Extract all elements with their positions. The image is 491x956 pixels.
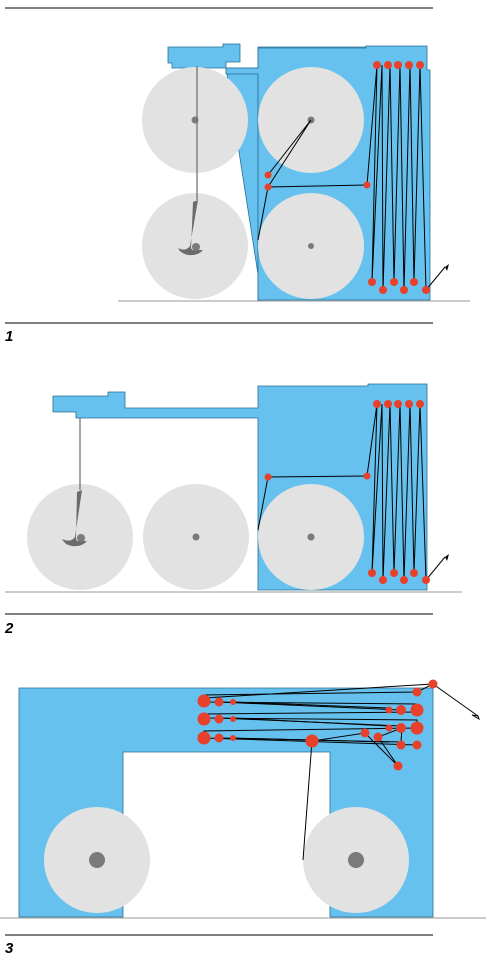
exit-arrow-icon bbox=[445, 264, 449, 271]
exit-arrow-icon bbox=[445, 554, 449, 561]
panel-3: 3 bbox=[0, 679, 486, 956]
guide-rollers bbox=[197, 679, 438, 771]
handling-hook bbox=[178, 66, 203, 256]
hook-tip bbox=[192, 243, 200, 251]
panel-label-3: 3 bbox=[5, 940, 14, 956]
hook-tip bbox=[77, 534, 85, 542]
roll-core bbox=[307, 533, 315, 541]
hook-icon bbox=[178, 200, 203, 256]
hook-icon bbox=[62, 490, 87, 547]
panel-label-2: 2 bbox=[4, 620, 14, 637]
exit-arrow-icon bbox=[471, 714, 480, 721]
roll-core bbox=[308, 243, 314, 249]
roll-core bbox=[192, 533, 200, 541]
unwind-rolls bbox=[44, 807, 409, 913]
guide-rollers bbox=[264, 61, 430, 294]
guide-rollers bbox=[264, 400, 430, 584]
panel-label-1: 1 bbox=[5, 328, 13, 345]
roll-core bbox=[89, 852, 105, 868]
panel-1: 1 bbox=[5, 7, 470, 345]
handling-hook bbox=[62, 418, 87, 547]
roll-core bbox=[348, 852, 364, 868]
panel-2: 2 bbox=[4, 383, 462, 637]
